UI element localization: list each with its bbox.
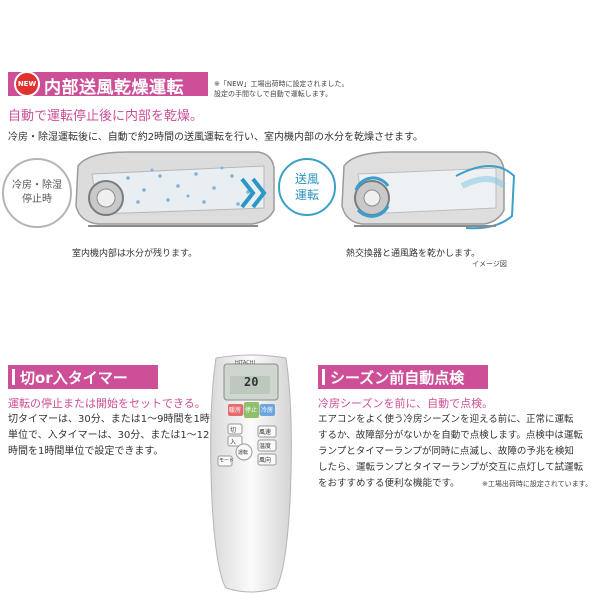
indoor-unit-dry-illustration xyxy=(341,151,516,230)
remote-btn-fan-speed[interactable]: 風速 xyxy=(259,429,272,436)
remote-btn-on-timer[interactable]: 入 xyxy=(230,439,237,446)
remote-btn-temp[interactable]: 温度 xyxy=(259,443,272,450)
season-line-5: をおすすめする便利な機能です。 xyxy=(318,478,460,489)
season-description: エアコンをよく使う冷房シーズンを迎える前に、正常に運転 するか、故障部分がないか… xyxy=(318,412,583,492)
left-caption: 室内機内部は水分が残ります。 xyxy=(72,249,198,259)
season-title-text: シーズン前自動点検 xyxy=(330,368,465,387)
indoor-unit-wet-illustration xyxy=(75,151,275,227)
remote-btn-cool[interactable]: 冷房 xyxy=(261,407,274,414)
stop-state-line-1: 冷房・除湿 xyxy=(12,180,62,191)
image-note: イメージ図 xyxy=(472,260,507,268)
title-accent-bar xyxy=(12,369,15,385)
timer-line-2: 単位で、入タイマーは、30分、または1〜12 xyxy=(8,430,210,441)
remote-btn-off-timer[interactable]: 切 xyxy=(230,427,237,434)
season-line-3: ランプとタイマーランプが同時に点滅し、故障の予兆を検知 xyxy=(318,446,574,457)
right-caption: 熱交換器と通風路を乾かします。 xyxy=(346,249,481,259)
fan-mode-line-2: 運転 xyxy=(294,188,319,202)
new-badge: NEW xyxy=(14,71,40,97)
timer-section-title: 切or入タイマー xyxy=(8,365,158,389)
top-description: 冷房・除湿運転後に、自動で約2時間の送風運転を行い、室内機内部の水分を乾燥させま… xyxy=(8,132,424,143)
season-line-4: したら、運転ランプとタイマーランプが交互に点灯して試運転 xyxy=(318,462,584,473)
remote-control-illustration xyxy=(210,354,292,593)
remote-btn-direction[interactable]: 風向 xyxy=(259,457,272,464)
stop-state-badge: 冷房・除湿 停止時 xyxy=(2,158,72,228)
season-line-1: エアコンをよく使う冷房シーズンを迎える前に、正常に運転 xyxy=(318,414,574,425)
section-title: 内部送風乾燥運転 xyxy=(44,78,184,98)
season-section-title: シーズン前自動点検 xyxy=(318,365,488,389)
stop-state-line-2: 停止時 xyxy=(22,194,52,205)
season-note: ※工場出荷時に設定されています。 xyxy=(482,480,592,488)
remote-btn-heat[interactable]: 暖房 xyxy=(229,407,242,414)
timer-line-1: 切タイマーは、30分、または1〜9時間を1時間 xyxy=(8,414,220,425)
remote-btn-mode[interactable]: モード xyxy=(219,458,235,464)
fan-mode-badge: 送風 運転 xyxy=(278,158,336,216)
fan-mode-line-1: 送風 xyxy=(294,172,319,186)
top-subhead: 自動で運転停止後に内部を乾燥。 xyxy=(8,109,204,124)
timer-line-3: 時間を1時間単位で設定できます。 xyxy=(8,446,164,457)
remote-btn-run[interactable]: 運転 xyxy=(238,450,249,456)
timer-title-text: 切or入タイマー xyxy=(20,368,128,387)
remote-btn-stop[interactable]: 停止 xyxy=(245,407,258,414)
season-subhead: 冷房シーズンを前に、自動で点検。 xyxy=(318,397,494,410)
section-title-band xyxy=(8,72,208,96)
remote-brand: HITACHI xyxy=(235,360,255,366)
timer-subhead: 運転の停止または開始をセットできる。 xyxy=(8,397,206,410)
season-line-2: するか、故障部分がないかを自動で点検します。点検中は運転 xyxy=(318,430,583,441)
title-accent-bar xyxy=(322,369,325,385)
title-note-1: ※「NEW」工場出荷時に設定されました。 xyxy=(214,80,349,88)
remote-display-value: 20 xyxy=(244,375,259,389)
title-note-2: 設定の手間なしで自動で運転します。 xyxy=(214,90,333,98)
timer-description: 切タイマーは、30分、または1〜9時間を1時間 単位で、入タイマーは、30分、ま… xyxy=(8,412,220,460)
chevron-right-icon xyxy=(240,177,267,209)
